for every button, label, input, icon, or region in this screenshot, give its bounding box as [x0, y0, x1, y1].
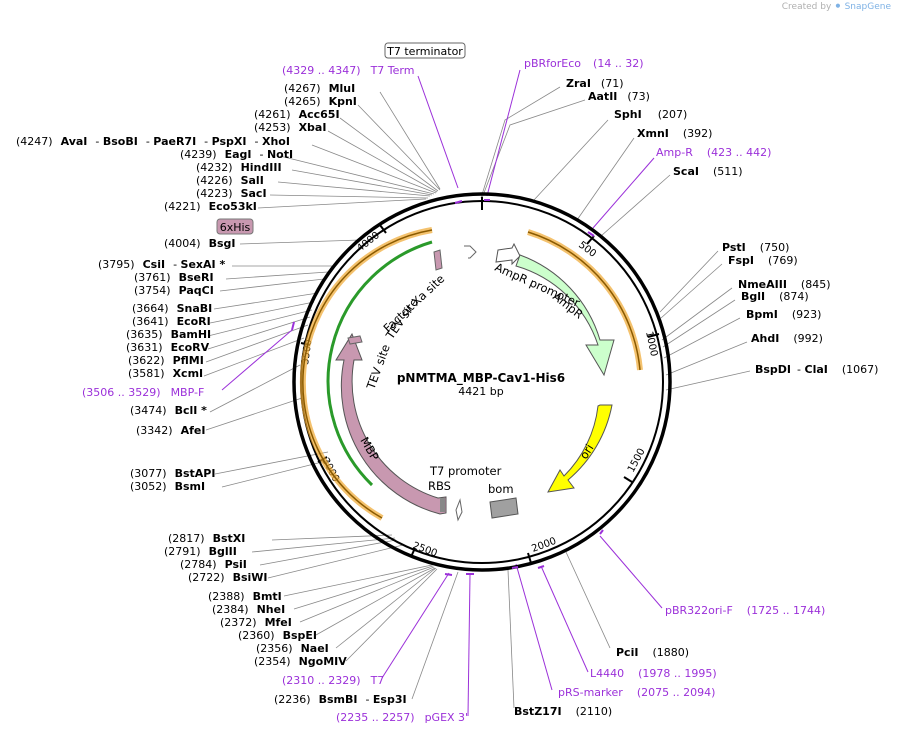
site-label: (4226)SalI: [196, 174, 264, 187]
tev-glyph-2: [347, 335, 363, 345]
right-enzymes: ZraI(71) AatII(73) SphI(207) XmnI(392) S…: [514, 77, 878, 718]
site-label: (2354)NgoMIV: [254, 655, 347, 668]
site-label: (2388)BmtI: [208, 590, 282, 603]
site-label: (3664)SnaBI: [132, 302, 212, 315]
plasmid-length: 4421 bp: [458, 385, 503, 398]
site-label: (2356)NaeI: [256, 642, 329, 655]
his-tag-label: 6xHis: [220, 221, 251, 234]
site-label: XmnI(392): [637, 127, 712, 140]
site-label: (3342)AfeI: [136, 424, 205, 437]
primer-label: (3506 .. 3529)MBP-F: [82, 386, 204, 399]
site-label: (4247)AvaI- BsoBI- PaeR7I- PspXI- XhoI: [16, 135, 290, 148]
site-label: (4265)KpnI: [284, 95, 357, 108]
primer-label: Amp-R(423 .. 442): [656, 146, 771, 159]
primer-label: (4329 .. 4347)T7 Term: [282, 64, 414, 77]
site-label: BstZ17I(2110): [514, 705, 612, 718]
tick-1000: 1000: [643, 330, 659, 357]
factor-xa-glyph: [464, 245, 477, 259]
site-label: PciI(1880): [616, 646, 689, 659]
site-label: (3622)PflMI: [128, 354, 204, 367]
watermark-prefix: Created by: [781, 2, 832, 12]
site-label: ScaI(511): [673, 165, 743, 178]
snapgene-logo-icon: ⚫: [834, 2, 842, 12]
t7-terminator-box: [384, 42, 466, 59]
site-label: (3474)BclI *: [130, 404, 207, 417]
site-label: (2817)BstXI: [168, 532, 245, 545]
left-enzymes: (4267)MluI (4265)KpnI (4261)Acc65I (4253…: [16, 82, 407, 706]
tev-glyph-1: [433, 249, 443, 271]
ampr-promoter-arrow: [495, 242, 521, 266]
ori-arrow: [547, 404, 613, 493]
plasmid-name: pNMTMA_MBP-Cav1-His6: [397, 371, 565, 386]
site-label: ZraI(71): [566, 77, 624, 90]
mbp-arrow-tip: [440, 498, 445, 512]
bom-box: [489, 497, 519, 519]
site-label: BspDI- ClaI(1067): [755, 363, 878, 376]
primer-label: pBR322ori-F(1725 .. 1744): [665, 604, 825, 617]
primer-label: (2235 .. 2257)pGEX 3': [336, 711, 468, 724]
site-label: (4253)XbaI: [254, 121, 326, 134]
site-label: (2384)NheI: [212, 603, 285, 616]
backbone-outer: [292, 192, 672, 572]
site-label: (4221)Eco53kI: [164, 200, 257, 213]
label-rbs: RBS: [428, 479, 451, 493]
site-label: (2372)MfeI: [220, 616, 292, 629]
site-label: (3761)BseRI: [134, 271, 214, 284]
watermark-brand: SnapGene: [844, 2, 891, 12]
snapgene-watermark: Created by ⚫ SnapGene: [782, 2, 891, 12]
label-bom: bom: [488, 482, 514, 496]
site-label: (2791)BglII: [164, 545, 237, 558]
site-label: (3077)BstAPI: [130, 467, 215, 480]
ampr-band-line: [527, 231, 641, 371]
leader-lines: [203, 86, 751, 709]
site-label: BglI(874): [741, 290, 809, 303]
primer-marks: [291, 199, 604, 576]
primer-lines: [221, 69, 663, 717]
site-label: (4239)EagI- NotI: [180, 148, 293, 161]
site-label: (3052)BsmI: [130, 480, 205, 493]
site-label: (4232)HindIII: [196, 161, 282, 174]
site-label: AatII(73): [588, 90, 650, 103]
site-label: (3795)CsiI- SexAI *: [98, 258, 225, 271]
label-t7-promoter: T7 promoter: [429, 464, 502, 478]
ampr-arrow: [515, 254, 615, 377]
site-label: (2360)BspEI: [238, 629, 317, 642]
rbs-glyph: [455, 498, 463, 522]
label-ori: ori: [577, 441, 597, 461]
site-label: AhdI(992): [751, 332, 823, 345]
primer-label: pRS-marker(2075 .. 2094): [558, 686, 715, 699]
site-label: (4223)SacI: [196, 187, 267, 200]
label-factor-xa: Factor Xa site: [380, 272, 447, 336]
site-label: (3631)EcoRV: [126, 341, 210, 354]
mbp-band-line: [302, 229, 433, 519]
site-label: BpmI(923): [746, 308, 821, 321]
site-label: (2236)BsmBI- Esp3I: [274, 693, 407, 706]
primer-labels: pBRforEco(14 .. 32) Amp-R(423 .. 442) pB…: [82, 57, 825, 724]
cav1-arc: [326, 240, 433, 487]
primer-label: (2310 .. 2329)T7: [282, 674, 384, 687]
site-label: FspI(769): [728, 254, 798, 267]
site-label: (3641)EcoRI: [132, 315, 211, 328]
site-label: PstI(750): [722, 241, 789, 254]
site-label: (4004)BsgI: [164, 237, 235, 250]
site-label: (3635)BamHI: [126, 328, 211, 341]
site-label: (4261)Acc65I: [254, 108, 340, 121]
label-tev-site-1: TEV site: [363, 342, 392, 392]
site-label: NmeAIII(845): [738, 278, 831, 291]
site-label: SphI(207): [614, 108, 687, 121]
primer-label: L4440(1978 .. 1995): [590, 667, 717, 680]
primer-label: pBRforEco(14 .. 32): [524, 57, 644, 70]
site-label: (3754)PaqCI: [134, 284, 214, 297]
his-tag-box: [216, 218, 254, 235]
t7-terminator-label: T7 terminator: [386, 45, 463, 58]
site-label: (2784)PsiI: [180, 558, 247, 571]
site-label: (2722)BsiWI: [188, 571, 268, 584]
site-label: (3581)XcmI: [128, 367, 203, 380]
site-label: (4267)MluI: [284, 82, 355, 95]
mbp-arrow: [335, 332, 447, 515]
